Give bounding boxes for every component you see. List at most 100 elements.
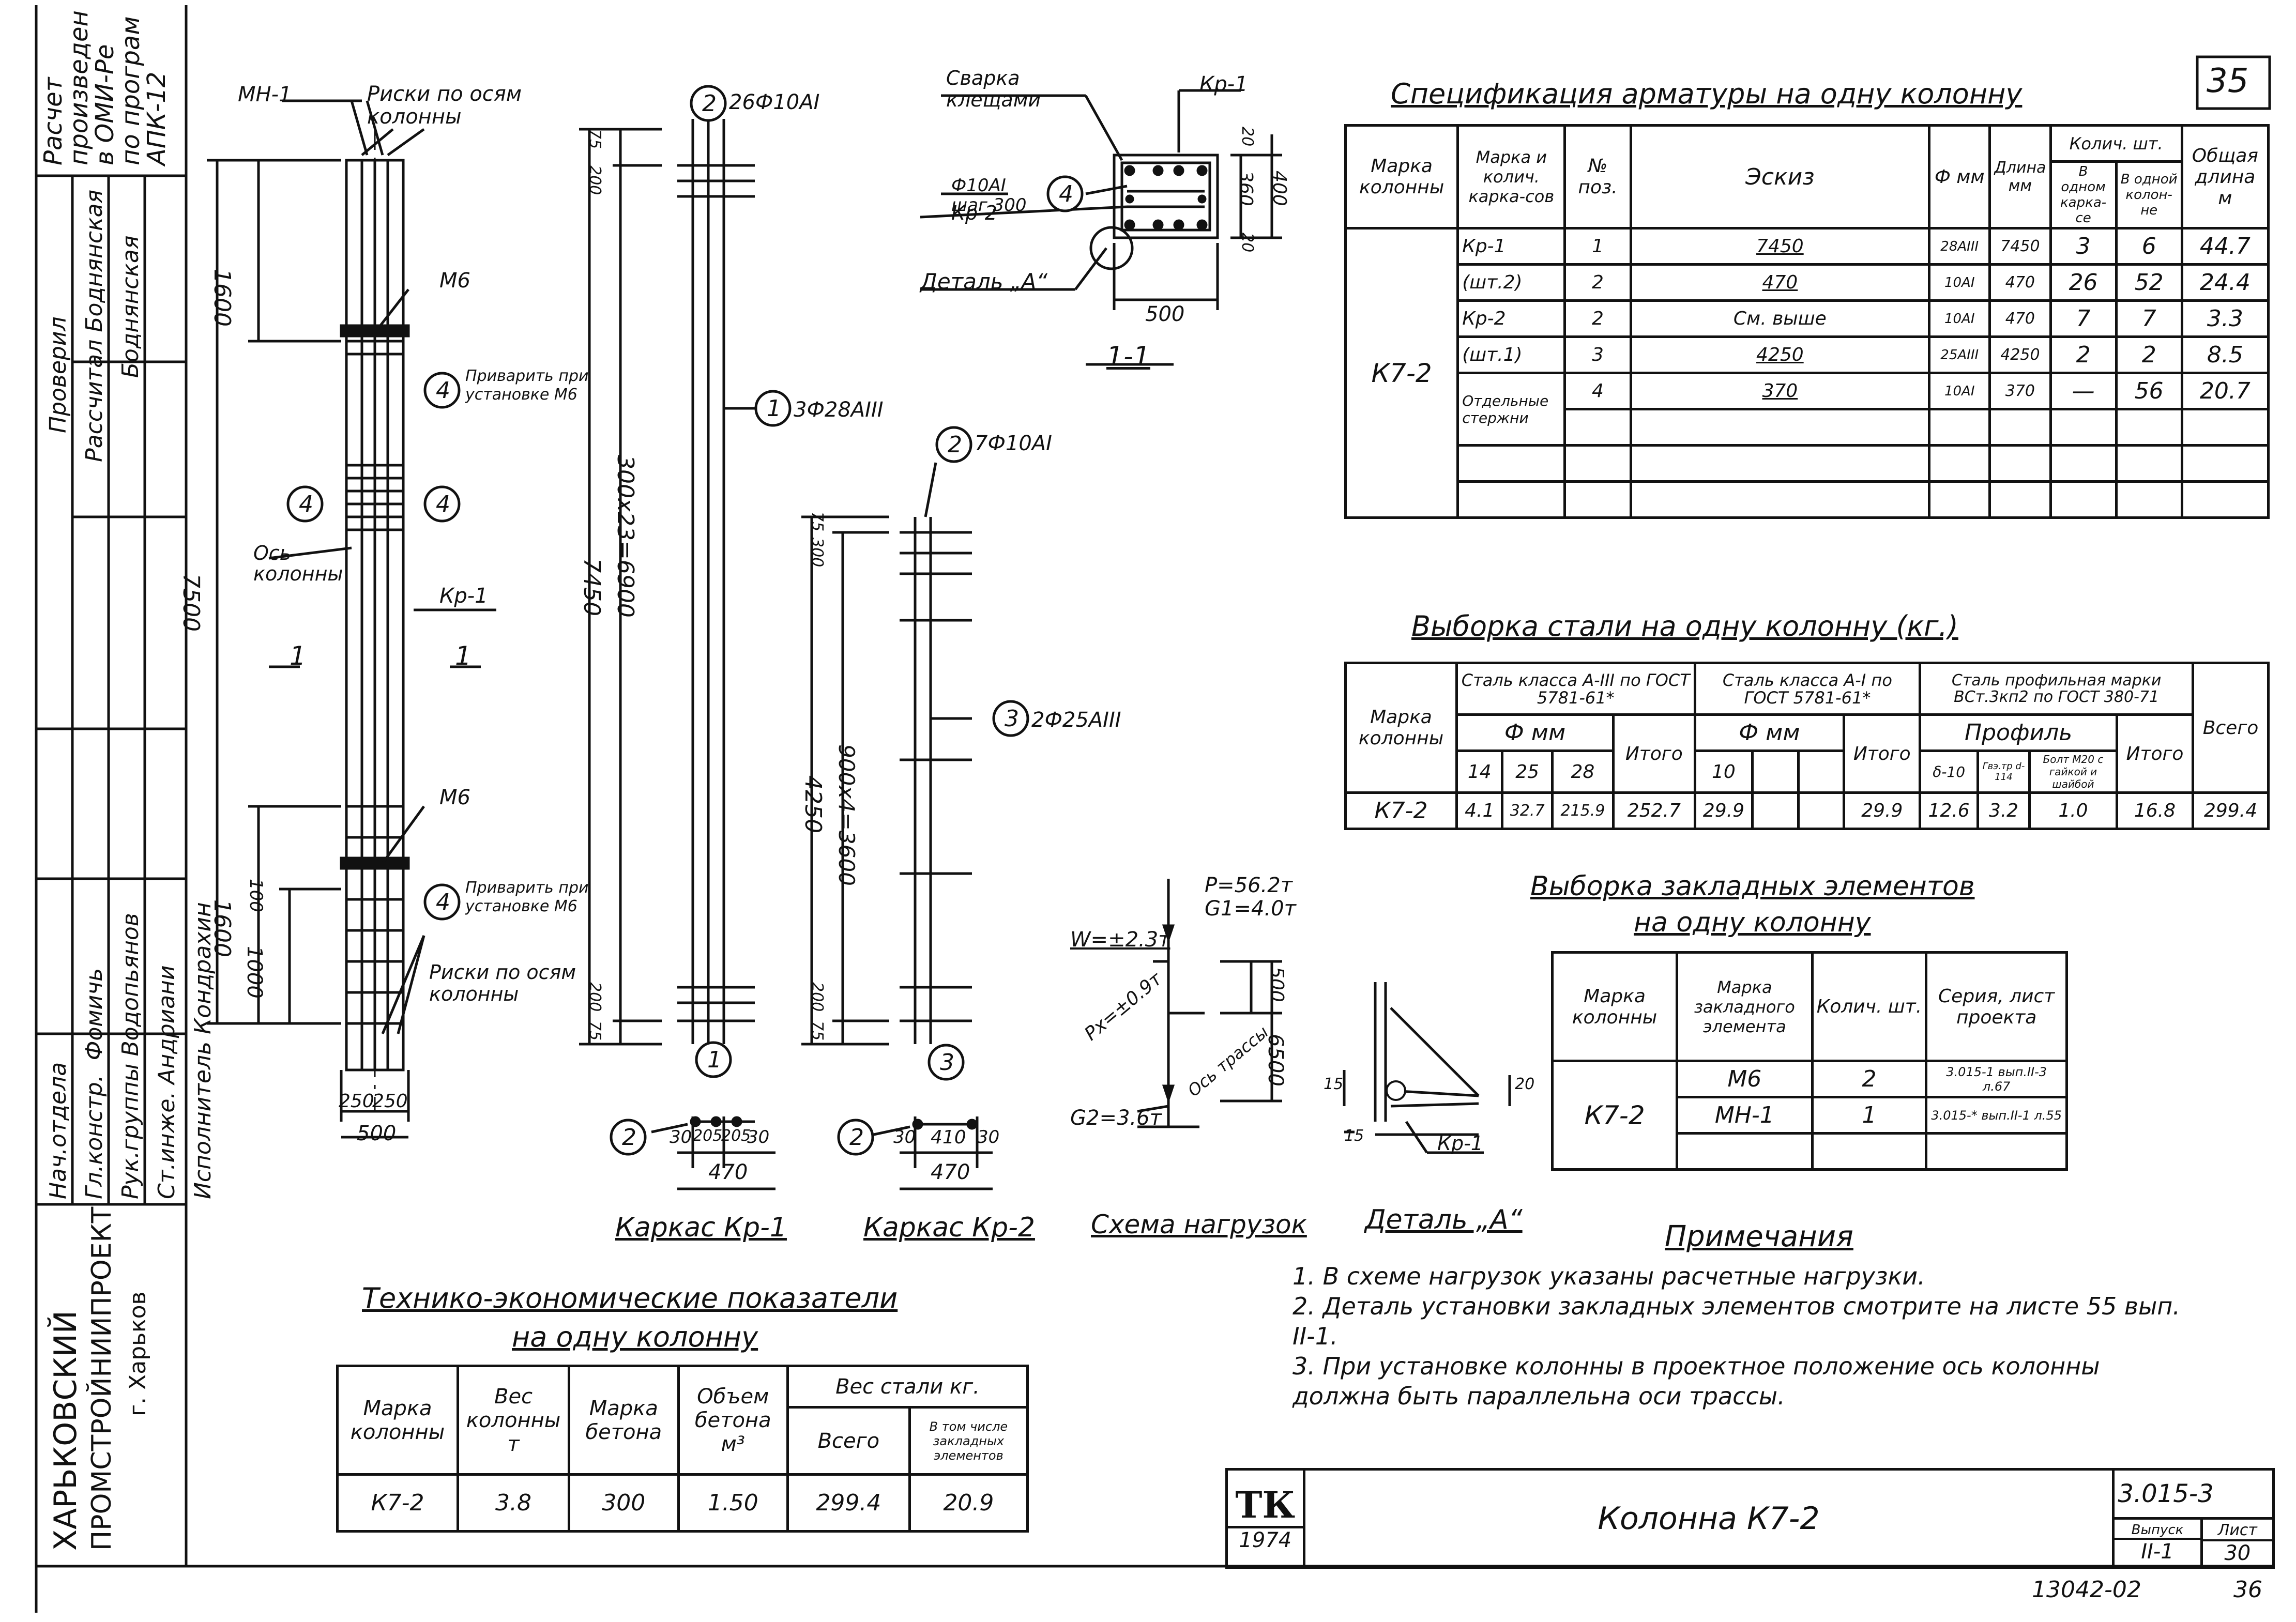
tep-h-steel: Вес стали кг. [786, 1365, 1029, 1409]
stamp-note: Расчет произведен в ОМИ-Ре по програм АП… [39, 10, 171, 165]
steel-h-all: Всего [2191, 662, 2270, 794]
kr2-title: Каркас Кр-2 [863, 1212, 1035, 1243]
spec-d: 10АI [1928, 263, 1991, 302]
spec-h-n1: В одном карка-се [2049, 160, 2118, 229]
role-4: Ст.инже. [154, 1091, 180, 1199]
steel-h-blank1 [1751, 749, 1800, 794]
name-2: Фомичь [81, 968, 108, 1061]
stamp-line-2: произведен [65, 10, 94, 165]
dim-250-right: 250 [372, 1091, 408, 1112]
corner-sheet-number: 35 [2207, 62, 2249, 100]
callout-4-c: 4 [436, 377, 450, 404]
tep-v-mark: К7-2 [336, 1473, 459, 1533]
spec-karkas: (шт.2) [1456, 263, 1567, 302]
kr1-dim-total: 7450 [579, 558, 605, 616]
spec-sketch: 7450 [1629, 227, 1931, 266]
stamp-line-1: Расчет [39, 77, 68, 165]
footer-page: 36 [2233, 1577, 2262, 1603]
spec-n1: 2 [2049, 335, 2118, 374]
spec-sketch: 4250 [1629, 335, 1931, 374]
steel-h-itogo2: Итого [1843, 713, 1922, 794]
risk-label-top: Риски по осям колонны [367, 82, 522, 129]
kr1-dim-470: 470 [708, 1160, 748, 1184]
kr2-dim-300: 300 [808, 538, 826, 568]
kr2-dim-75-top: 75 [808, 512, 826, 532]
spec-h-n2: В одной колон-не [2115, 160, 2183, 229]
emb-ref: 3.015-1 вып.II-3 л.67 [1925, 1060, 2068, 1098]
kr2-dim-30-left: 30 [893, 1127, 916, 1147]
dim-100: 100 [246, 879, 266, 912]
emb-mark: К7-2 [1550, 1060, 1679, 1171]
weld-label-bottom: Приварить при установке М6 [465, 879, 589, 915]
kr1-dim-205-a: 205 [693, 1127, 723, 1145]
spec-d: 25АIII [1928, 335, 1991, 374]
spec-sketch: См. выше [1629, 299, 1931, 338]
tep-title-2: на одну колонну [512, 1321, 758, 1353]
mn1-label: МН-1 [238, 83, 292, 106]
emb-h-n: Колич. шт. [1811, 951, 1928, 1062]
spec-mark: К7-2 [1344, 227, 1459, 519]
kr2-callout-top: 7Ф10АI [975, 432, 1052, 455]
sec-kr2-label: Кр-2 [951, 202, 997, 224]
steel-v-all: 299.4 [2191, 791, 2270, 830]
sec-dim-500: 500 [1145, 302, 1185, 326]
emb-n: 1 [1811, 1096, 1928, 1135]
spec-len: 7450 [1988, 227, 2052, 266]
spec-len: 470 [1988, 299, 2052, 338]
title-logo-cell: ТК 1974 [1225, 1468, 1305, 1569]
stamp-line-5: АПК-12 [142, 71, 171, 165]
kr1-label-elev: Кр-1 [439, 584, 488, 608]
title-year: 1974 [1239, 1528, 1292, 1552]
spec-n1: — [2049, 372, 2118, 410]
kr2-dim-410: 410 [931, 1127, 966, 1148]
spec-pos: 1 [1563, 227, 1632, 266]
steel-v-itogo2: 29.9 [1843, 791, 1922, 830]
sec-kr1-label: Кр-1 [1199, 72, 1248, 96]
steel-h-10: 10 [1693, 749, 1754, 794]
steel-v-bolt: 1.0 [2028, 791, 2118, 830]
emb-title-1: Выборка закладных элементов [1530, 871, 1975, 902]
org-name: ХАРЬКОВСКИЙ ПРОМСТРОЙНИИПРОЕКТ г. Харько… [48, 1207, 156, 1551]
detA-dim-15-top: 15 [1324, 1075, 1344, 1093]
name-5: Боднянская [117, 235, 144, 378]
spec-h-count: Колич. шт. [2049, 124, 2183, 163]
sec-dim-400: 400 [1269, 171, 1290, 206]
kr2-pos-side: 2 [849, 1124, 864, 1151]
stirrup-label: Ф10АI шаг 300 [951, 175, 1027, 216]
tep-h-incl: В том числе закладных элементов [908, 1406, 1029, 1476]
section-mark-left: 1 [290, 641, 306, 671]
steel-v-itogo1: 252.7 [1612, 791, 1696, 830]
name-3: Андриани [154, 965, 180, 1084]
spec-h-pos: № поз. [1563, 124, 1632, 229]
kr2-pos-mid: 3 [1005, 706, 1019, 732]
spec-d: 10АI [1928, 372, 1991, 410]
steel-v-blank1 [1751, 791, 1800, 830]
m6-label-top: М6 [439, 269, 470, 293]
spec-n2: 2 [2115, 335, 2183, 374]
spec-n1: 7 [2049, 299, 2118, 338]
detA-kr1-label: Кр-1 [1437, 1132, 1483, 1155]
role-6: Проверил [45, 316, 71, 434]
spec-sketch: 370 [1629, 372, 1931, 410]
kr1-callout-top: 26Ф10АI [729, 90, 820, 114]
m6-label-bottom: М6 [439, 786, 470, 809]
kr1-dim-pitch: 300х23=6900 [612, 455, 638, 618]
kr2-dim-total: 4250 [800, 775, 826, 833]
spec-n1: 3 [2049, 227, 2118, 266]
spec-n2: 56 [2115, 372, 2183, 410]
kr2-pos-section: 3 [940, 1049, 954, 1076]
steel-h-28: 28 [1550, 749, 1615, 794]
notes-title: Примечания [1665, 1220, 1853, 1253]
steel-h-prof: Сталь профильная марки ВСт.3кп2 по ГОСТ … [1919, 662, 2194, 716]
kr1-dim-200-top: 200 [586, 165, 604, 195]
kr1-pos-section: 1 [707, 1047, 722, 1073]
kr1-dim-205-b: 205 [721, 1127, 751, 1145]
steel-h-itogo1: Итого [1612, 713, 1696, 794]
steel-h-bolt: Болт М20 с гайкой и шайбой [2028, 749, 2118, 794]
kr1-callout-mid: 3Ф28АIII [794, 398, 884, 422]
sec-callout-4: 4 [1059, 181, 1073, 207]
spec-n2: 6 [2115, 227, 2183, 266]
tep-title-1: Технико-экономические показатели [362, 1282, 898, 1314]
load-g2: G2=3.6т [1070, 1106, 1162, 1130]
